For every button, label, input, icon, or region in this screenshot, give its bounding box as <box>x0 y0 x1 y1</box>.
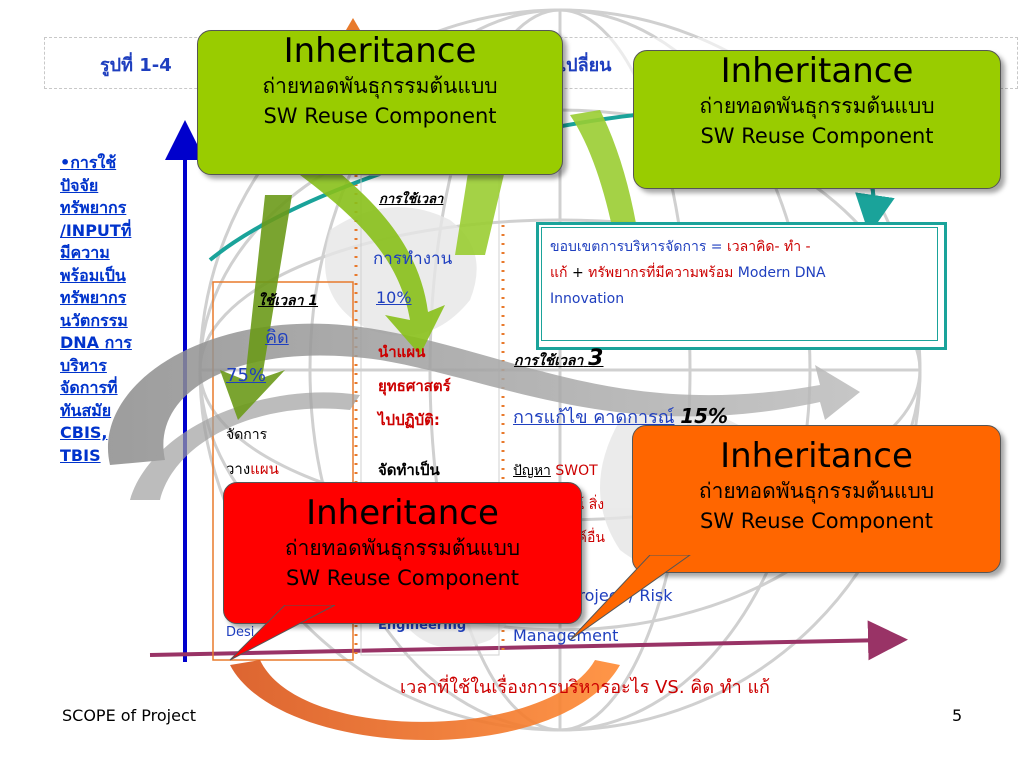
green-arrow-1 <box>220 195 292 420</box>
scope-fix: แก้ <box>550 265 568 281</box>
left-line-4: /INPUTที่ <box>60 220 132 240</box>
col1-heading: ใช้เวลา 1 <box>258 293 319 309</box>
left-line-10: บริหาร <box>60 355 107 375</box>
callout-3-eng: SW Reuse Component <box>699 509 934 533</box>
col3-swot: SWOT <box>550 463 598 479</box>
green-arrow-2 <box>300 165 445 355</box>
col1-design: Desi <box>226 625 255 640</box>
col1-percent: 75% <box>226 365 267 386</box>
left-line-6: พร้อมเป็น <box>60 265 126 285</box>
scope-definition-box <box>536 222 947 350</box>
col3-fix-percent: 15% <box>680 404 729 428</box>
col1-manage: จัดการ <box>226 427 268 443</box>
green-arrow-3 <box>455 160 505 255</box>
callout-4-eng: SW Reuse Component <box>285 566 520 590</box>
callout-3-thai: ถ่ายทอดพันธุกรรมต้นแบบ <box>698 479 935 503</box>
left-line-11: จัดการที่ <box>60 378 118 397</box>
callout-3-title: Inheritance <box>720 436 913 476</box>
col3-problem-label: ปัญหา <box>513 463 551 479</box>
bullet: • <box>60 153 71 172</box>
col2-heading: การใช้เวลา <box>379 192 444 207</box>
callout-4-title: Inheritance <box>306 493 499 533</box>
left-line-9: DNA การ <box>60 333 132 352</box>
callout-1-thai: ถ่ายทอดพันธุกรรมต้นแบบ <box>262 74 498 98</box>
left-line-12: ทันสมัย <box>60 400 112 420</box>
scope-resource: ทรัพยากรที่มีความพร้อม <box>588 265 734 281</box>
col3-heading-num: 3 <box>588 346 604 371</box>
col2-make: จัดทำเป็น <box>378 461 440 479</box>
left-line-13: CBIS, <box>60 423 108 442</box>
col1-plan: วางแผน <box>226 457 279 481</box>
left-line-3: ทรัพยากร <box>60 198 127 217</box>
left-line-2: ปัจจัย <box>60 175 99 195</box>
left-line-5: มีความ <box>60 243 110 262</box>
scope-definition-text: ขอบเขตการบริหารจัดการ = เวลาคิด- ทำ - แก… <box>550 234 930 312</box>
slide-title-tail: เปลี่ยน <box>560 55 612 76</box>
callout-3-pointer <box>569 555 691 641</box>
scope-plus: + <box>567 265 589 281</box>
scope-part1: ขอบเขต <box>550 239 601 255</box>
scope-part2: การบริหารจัดการ = <box>600 239 727 255</box>
col2-do: การทำงาน <box>373 249 453 269</box>
inheritance-callout-3: Inheritance ถ่ายทอดพันธุกรรมต้นแบบ SW Re… <box>632 425 1001 573</box>
col2-percent: 10% <box>376 288 412 307</box>
callout-4-thai: ถ่ายทอดพันธุกรรมต้นแบบ <box>284 536 521 560</box>
col1-think: คิด <box>265 327 289 348</box>
callout-1-eng: SW Reuse Component <box>263 104 497 128</box>
inheritance-callout-4: Inheritance ถ่ายทอดพันธุกรรมต้นแบบ SW Re… <box>223 482 582 624</box>
axis-label: เวลาที่ใช้ในเรื่องการบริหารอะไร VS. คิด … <box>400 677 770 698</box>
col3-fix: การแก้ไข คาดการณ์ 15% <box>513 402 728 431</box>
inheritance-callout-1: Inheritance ถ่ายทอดพันธุกรรมต้นแบบ SW Re… <box>197 30 563 175</box>
callout-2-title: Inheritance <box>720 51 914 91</box>
inheritance-callout-2: Inheritance ถ่ายทอดพันธุกรรมต้นแบบ SW Re… <box>633 50 1001 189</box>
scope-modern: Modern DNA <box>733 265 826 281</box>
left-line-8: นวัตกรรม <box>60 310 128 330</box>
col2-strategy: ยุทธศาสตร์ <box>378 377 451 395</box>
col2-plan: นำแผน <box>378 343 426 361</box>
slide-title: รูปที่ 1-4 <box>100 55 172 76</box>
callout-4-pointer <box>229 605 336 661</box>
left-line-14: TBIS <box>60 445 101 465</box>
col3-heading: การใช้เวลา 3 <box>514 346 603 372</box>
orange-arc <box>230 660 620 741</box>
left-line-7: ทรัพยากร <box>60 288 127 307</box>
left-line-1: การใช้ <box>70 153 117 172</box>
col3-problem: ปัญหา SWOT <box>513 460 598 482</box>
col2-apply: ไปปฏิบัติ: <box>378 411 440 429</box>
horizontal-axis <box>149 620 908 661</box>
col3-management: Management <box>513 626 619 645</box>
callout-1-title: Inheritance <box>283 31 477 71</box>
col1-plan-a: วาง <box>226 460 251 478</box>
scope-innovation: Innovation <box>550 291 625 307</box>
left-column-text: •การใช้ ปัจจัย ทรัพยากร /INPUTที่ มีความ… <box>60 152 172 467</box>
callout-2-eng: SW Reuse Component <box>700 124 934 148</box>
col1-plan-b: แผน <box>250 460 279 478</box>
scope-definition-box-inner <box>541 227 938 341</box>
footer-title: SCOPE of Project <box>62 706 197 725</box>
scope-time: เวลาคิด- ทำ - <box>726 239 811 255</box>
page-number: 5 <box>952 706 963 725</box>
col3-fix-text: การแก้ไข คาดการณ์ <box>513 407 675 428</box>
col3-heading-text: การใช้เวลา <box>514 353 584 369</box>
callout-2-thai: ถ่ายทอดพันธุกรรมต้นแบบ <box>699 94 935 118</box>
